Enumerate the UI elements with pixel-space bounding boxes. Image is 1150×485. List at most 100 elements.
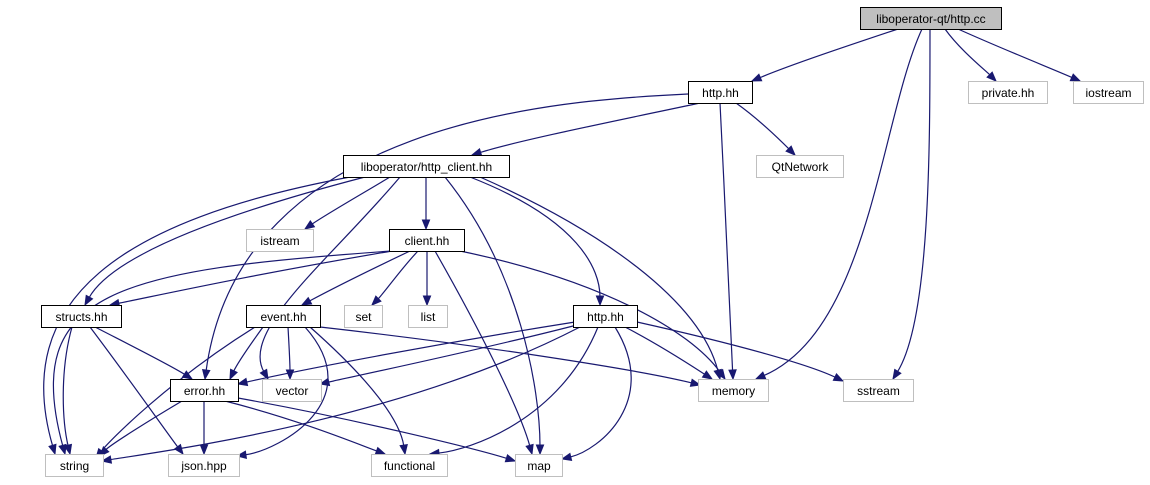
arrowhead — [689, 378, 702, 387]
node-box — [343, 155, 510, 178]
arrowhead — [1069, 73, 1082, 82]
arrowhead — [595, 295, 605, 307]
arrowhead — [84, 294, 94, 307]
edge-http_client-to-string — [43, 176, 351, 456]
edge-line — [224, 400, 378, 452]
arrowhead — [504, 454, 517, 463]
node-box — [262, 379, 322, 402]
arrowhead — [63, 443, 73, 456]
arrowhead — [560, 452, 573, 462]
arrowhead — [535, 444, 545, 456]
node-string: string — [45, 454, 104, 477]
node-functional: functional — [371, 454, 448, 477]
edge-http_client-to-client — [421, 177, 431, 231]
node-box — [1073, 81, 1144, 104]
edge-client-to-event — [300, 250, 411, 306]
node-box — [573, 305, 638, 328]
nodes-layer: liboperator-qt/http.cc http.hh private.hh i… — [41, 7, 1144, 477]
node-label: functional — [384, 459, 435, 473]
node-event[interactable]: event.hh — [246, 305, 321, 328]
edge-http_hh_top-to-error — [201, 93, 689, 381]
edge-line — [109, 326, 581, 461]
node-label: list — [421, 310, 436, 324]
edge-line — [479, 176, 719, 372]
node-http-hh-mid[interactable]: http.hh — [573, 305, 638, 328]
node-box — [515, 454, 563, 477]
edge-line — [763, 28, 923, 377]
edge-event-to-vector — [285, 326, 295, 381]
edge-line — [319, 326, 693, 384]
node-structs[interactable]: structs.hh — [41, 305, 122, 328]
edge-error-to-map — [237, 397, 517, 463]
edge-line — [437, 326, 599, 454]
node-http-hh-top[interactable]: http.hh — [688, 81, 753, 104]
edge-structs-to-error — [94, 326, 194, 380]
arrowhead — [421, 219, 431, 231]
edge-line — [309, 326, 405, 447]
edge-client-to-list — [422, 251, 432, 307]
node-map: map — [515, 454, 563, 477]
arrowhead — [892, 368, 902, 381]
arrowhead — [181, 370, 194, 380]
node-box — [168, 454, 240, 477]
edge-http_hh_mid-to-sstream — [636, 321, 845, 382]
node-box — [860, 7, 1002, 30]
arrowhead — [374, 446, 387, 455]
arrowhead — [754, 371, 767, 380]
arrowhead — [525, 443, 534, 456]
node-json: json.hpp — [168, 454, 240, 477]
edge-event-to-error — [229, 326, 264, 381]
node-box — [756, 155, 844, 178]
node-error[interactable]: error.hh — [170, 379, 239, 402]
node-private: private.hh — [968, 81, 1048, 104]
node-box — [41, 305, 122, 328]
edge-http_client-to-map — [444, 176, 545, 456]
edge-http_cc-to-sstream — [892, 28, 931, 381]
arrowhead — [371, 295, 382, 306]
edge-http_cc-to-iostream — [957, 28, 1082, 82]
node-label: json.hpp — [180, 459, 227, 473]
node-http-cc: liboperator-qt/http.cc — [860, 7, 1002, 30]
edge-http_hh_mid-to-memory — [624, 326, 714, 380]
arrowhead — [318, 377, 331, 387]
node-http-client[interactable]: liboperator/http_client.hh — [343, 155, 510, 178]
edge-http_client-to-memory — [479, 176, 722, 381]
edge-line — [259, 176, 401, 373]
arrowhead — [750, 73, 763, 82]
arrowhead — [229, 368, 238, 381]
edge-line — [444, 176, 541, 447]
node-label: vector — [276, 384, 309, 398]
edge-http_client-to-structs — [84, 176, 366, 307]
arrowhead — [399, 443, 408, 456]
edge-event-to-memory — [319, 326, 702, 387]
node-box — [843, 379, 914, 402]
edge-line — [569, 326, 632, 458]
node-label: map — [527, 459, 551, 473]
node-box — [170, 379, 239, 402]
edge-line — [104, 400, 183, 451]
node-label: client.hh — [405, 234, 450, 248]
arrowhead — [728, 369, 737, 381]
arrowhead — [99, 446, 110, 457]
node-label: set — [355, 310, 372, 324]
arrowhead — [303, 219, 316, 230]
arrowhead — [986, 71, 997, 82]
edge-line — [100, 326, 256, 453]
edge-event-to-functional — [309, 326, 408, 456]
edge-http_hh_top-to-qtnetwork — [735, 102, 796, 156]
node-label: event.hh — [260, 310, 306, 324]
edge-line — [237, 397, 508, 460]
edge-line — [719, 102, 734, 372]
node-label: istream — [260, 234, 299, 248]
node-client[interactable]: client.hh — [389, 229, 465, 252]
node-label: iostream — [1085, 86, 1131, 100]
edge-http_cc-to-private — [944, 28, 997, 82]
arrowhead — [785, 145, 796, 156]
arrowhead — [173, 443, 184, 456]
arrowhead — [701, 370, 714, 380]
edge-line — [89, 326, 179, 448]
edge-line — [205, 93, 689, 372]
edge-line — [944, 28, 991, 76]
arrowhead — [199, 444, 209, 456]
